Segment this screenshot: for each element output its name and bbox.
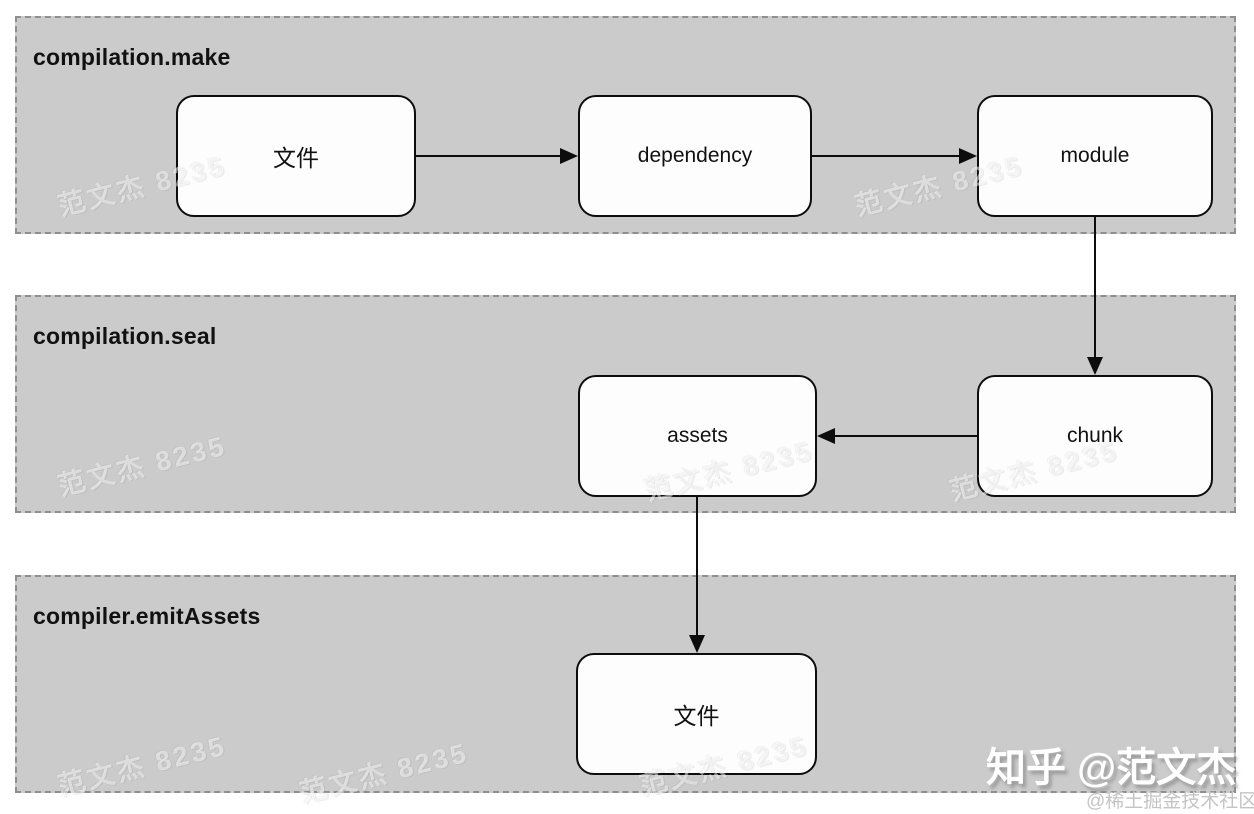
node-chunk: chunk xyxy=(977,375,1213,497)
node-file-input: 文件 xyxy=(176,95,416,217)
node-file-output: 文件 xyxy=(576,653,817,775)
node-assets: assets xyxy=(578,375,817,497)
section-title: compiler.emitAssets xyxy=(33,603,261,629)
section-title: compilation.make xyxy=(33,44,231,70)
juejin-community-watermark: @稀土掘金技术社区 xyxy=(1086,791,1254,812)
section-title: compilation.seal xyxy=(33,323,217,349)
node-module: module xyxy=(977,95,1213,217)
node-dependency: dependency xyxy=(578,95,812,217)
zhihu-watermark: 知乎 @范文杰 xyxy=(986,746,1237,790)
